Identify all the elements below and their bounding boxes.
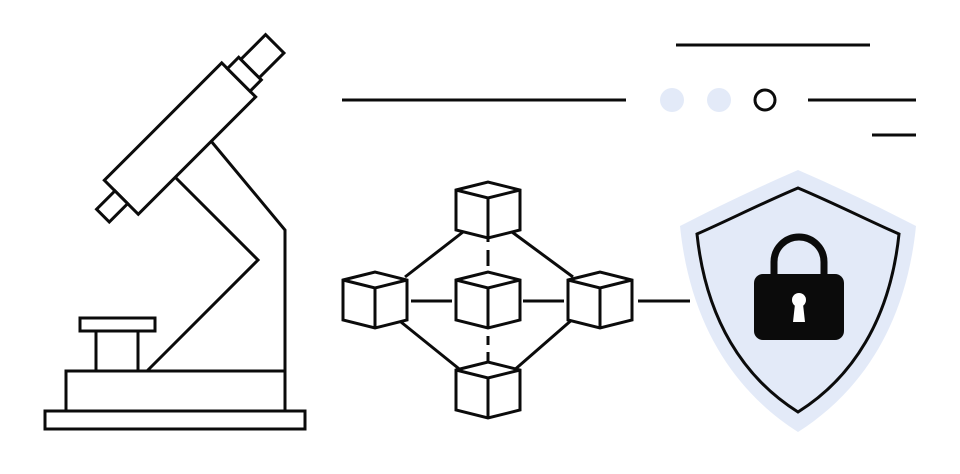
microscope-icon xyxy=(43,32,307,431)
decorative-dots xyxy=(660,88,777,112)
block-cube-center xyxy=(454,270,522,330)
block-cube-left xyxy=(341,270,409,330)
shield-lock-icon xyxy=(680,170,916,432)
shield-outline xyxy=(695,186,901,414)
blockchain-network-icon xyxy=(341,180,690,420)
network-connectors xyxy=(395,230,690,374)
decorative-lines xyxy=(342,43,916,137)
padlock-icon xyxy=(754,233,844,340)
block-cube-right xyxy=(566,270,634,330)
block-cube-top xyxy=(454,180,522,240)
block-cube-bottom xyxy=(454,360,522,420)
